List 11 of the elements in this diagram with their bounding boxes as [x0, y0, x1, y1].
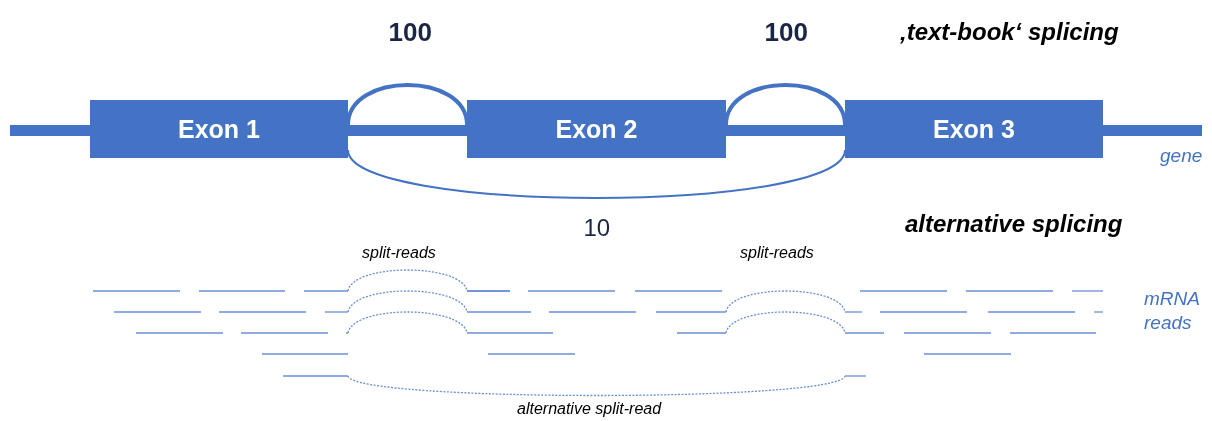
heading: ‚text-book‘ splicing	[900, 18, 1119, 46]
annotation-label: split-reads	[362, 244, 436, 262]
annotation-label: alternative split-read	[517, 400, 662, 418]
exon-box: Exon 3	[845, 100, 1103, 158]
splice-arc	[347, 149, 846, 199]
gene-label: gene	[1160, 145, 1203, 167]
heading: alternative splicing	[905, 210, 1123, 238]
track-label: mRNA reads	[1144, 287, 1201, 335]
exon-box: Exon 1	[90, 100, 348, 158]
annotation-label: split-reads	[740, 244, 814, 262]
exon-box: Exon 2	[467, 100, 726, 158]
